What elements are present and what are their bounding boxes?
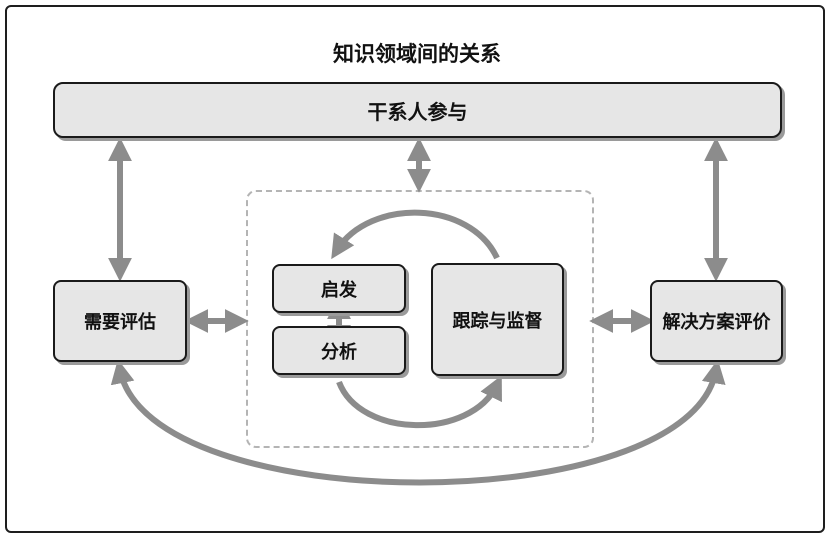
stakeholder-engagement-box: 干系人参与 [53,82,782,138]
needs-assessment-label: 需要评估 [84,312,156,333]
outer-frame [5,5,825,533]
arrow-cycle-bottom [336,375,502,429]
stakeholder-engagement-label: 干系人参与 [367,99,468,124]
solution-evaluation-label: 解决方案评价 [662,312,771,333]
traceability-monitoring-box: 跟踪与监督 [431,263,564,376]
arrow-needs-solution-loop [110,359,726,486]
analysis-label: 分析 [321,341,357,363]
elicitation-label: 启发 [321,279,357,301]
solution-evaluation-box: 解决方案评价 [650,280,783,362]
arrow-cycle-top [331,209,500,260]
traceability-monitoring-label: 跟踪与监督 [452,310,543,332]
analysis-box: 分析 [272,326,406,375]
elicitation-box: 启发 [272,264,406,313]
diagram-title: 知识领域间的关系 [333,42,501,66]
needs-assessment-box: 需要评估 [53,280,187,362]
